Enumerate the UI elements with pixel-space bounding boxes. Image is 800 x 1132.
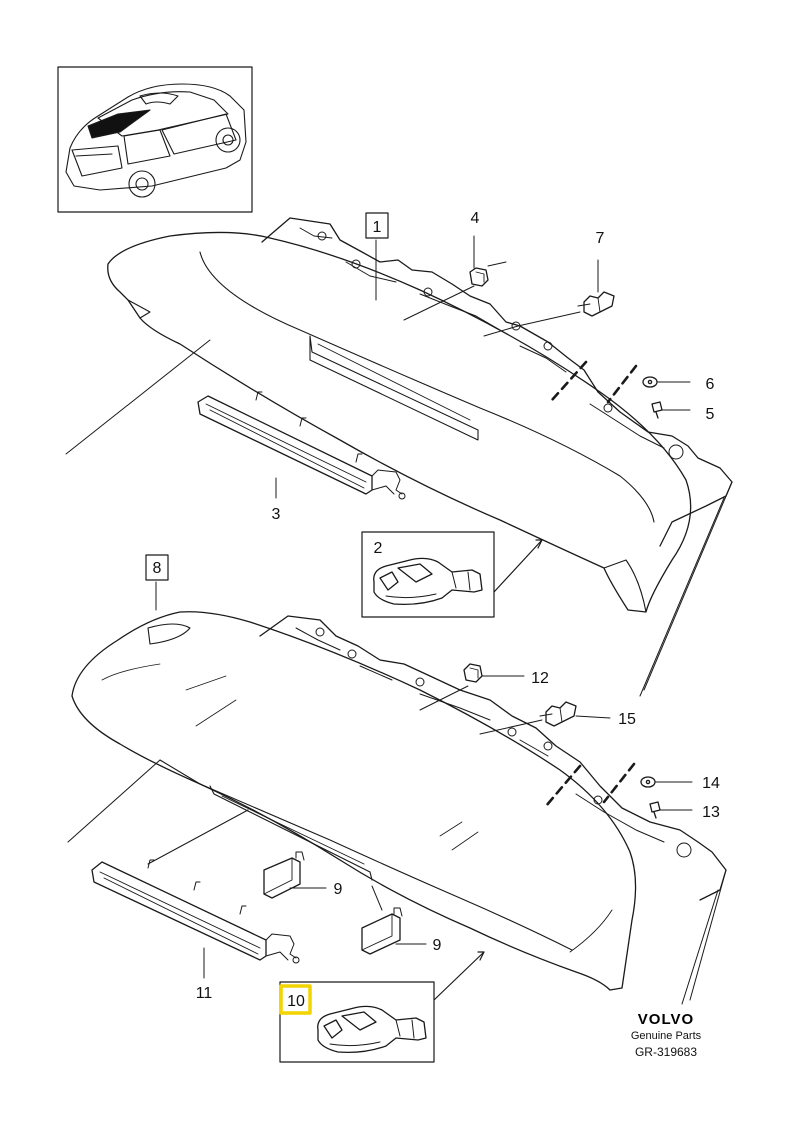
detail-box-10: [279, 981, 435, 1063]
callout-1: 1: [373, 219, 382, 236]
callout-2: 2: [374, 540, 383, 557]
callout-box-8: [145, 554, 169, 581]
upper-assembly: [65, 217, 733, 697]
brand-name: VOLVO: [638, 1011, 694, 1028]
thumbnail-frame: [57, 66, 253, 213]
callout-box-1: [365, 212, 389, 239]
car-icon: [65, 83, 247, 198]
washer-lower: [640, 776, 656, 788]
callout-11: 11: [196, 985, 213, 1002]
mounting-clip-detail-lower: [317, 1005, 427, 1054]
bracket-clip-b: [361, 907, 403, 955]
dashed-guide-lower-left: [544, 764, 582, 808]
callout-box-10-highlight: [279, 984, 312, 1015]
brake-lamp-lower: [91, 859, 300, 964]
brand-block: VOLVO Genuine Parts GR-319683: [631, 1011, 702, 1059]
detail-box-2: [361, 531, 495, 618]
callout-12: 12: [531, 670, 549, 687]
dashed-guide-lower-right: [602, 762, 636, 804]
bracket-clip-a: [263, 851, 305, 899]
dashed-guide-upper-right: [606, 364, 638, 404]
callout-13: 13: [702, 804, 720, 821]
mounting-clip-detail-upper: [373, 557, 483, 606]
brand-subtitle: Genuine Parts: [631, 1030, 702, 1042]
screw-lower: [649, 801, 661, 819]
washer-upper: [642, 376, 658, 388]
upper-spoiler: [107, 231, 692, 613]
reference-number: GR-319683: [635, 1045, 697, 1059]
callout-8: 8: [153, 560, 162, 577]
nut-upper: [469, 267, 489, 287]
lower-tailgate-frame: [259, 615, 727, 901]
lower-spoiler: [71, 611, 637, 991]
callout-labels: 1 2 3 4 5 6 7 8 9 9 10 11 12 13 14 15: [153, 210, 720, 1010]
callout-9-b: 9: [433, 937, 442, 954]
brake-lamp-upper: [197, 391, 406, 500]
dashed-guide-upper-left: [550, 360, 588, 402]
callout-9-a: 9: [334, 881, 343, 898]
callout-15: 15: [618, 711, 636, 728]
callout-7: 7: [596, 230, 605, 247]
callout-14: 14: [702, 775, 720, 792]
nut-lower: [463, 663, 483, 683]
callout-5: 5: [706, 406, 715, 423]
clip-upper: [577, 291, 615, 317]
callout-4: 4: [471, 210, 480, 227]
clip-lower: [539, 701, 577, 727]
vehicle-thumbnail: [57, 66, 253, 213]
lower-assembly: [67, 581, 727, 1005]
callout-10: 10: [287, 993, 305, 1010]
callout-3: 3: [272, 506, 281, 523]
callout-6: 6: [706, 376, 715, 393]
screw-upper: [651, 401, 663, 419]
